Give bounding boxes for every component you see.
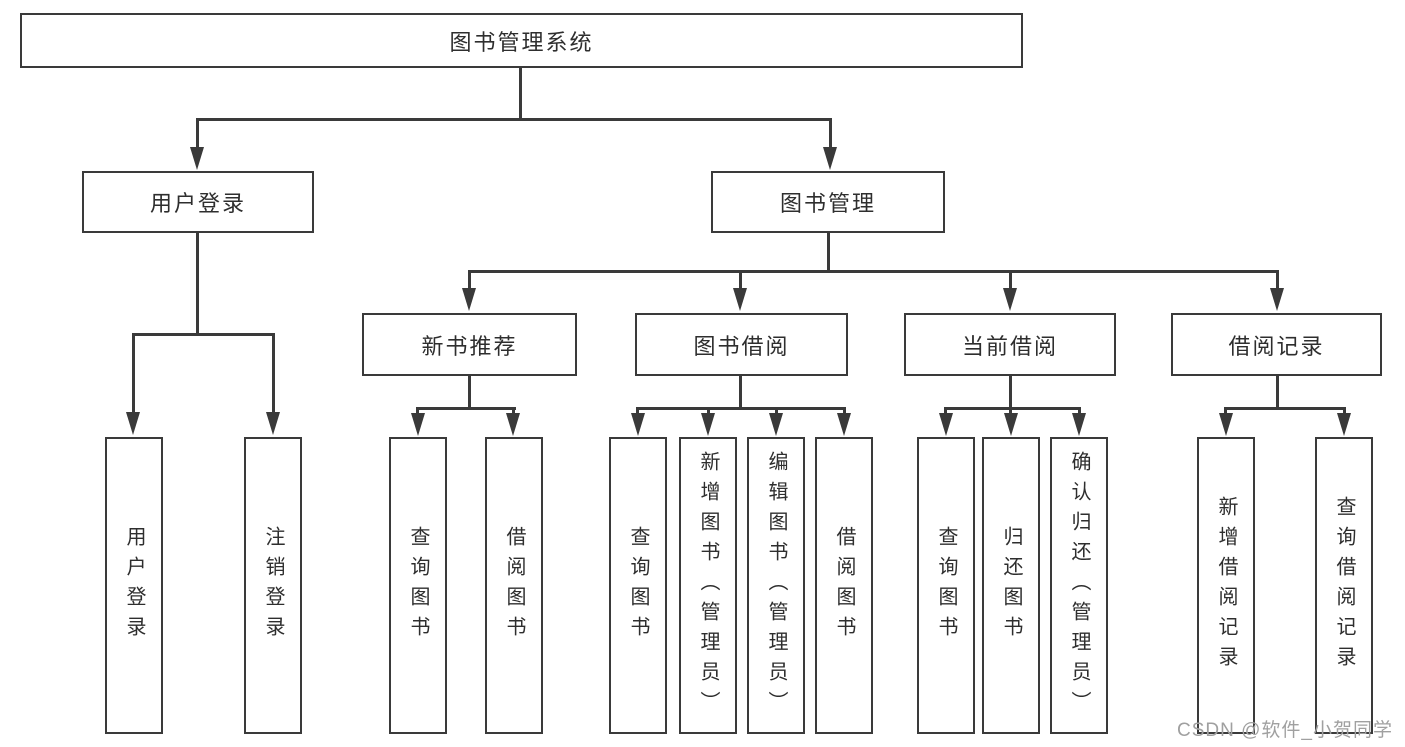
leaf-query-book-3-label: 查询图书 xyxy=(935,525,957,646)
line xyxy=(196,118,832,121)
line xyxy=(829,118,832,149)
line xyxy=(775,407,778,417)
node-book-mgmt: 图书管理 xyxy=(711,171,945,233)
line xyxy=(132,333,135,413)
leaf-query-book-2: 查询图书 xyxy=(609,437,667,734)
line xyxy=(1276,270,1279,290)
leaf-logout: 注销登录 xyxy=(244,437,302,734)
node-user-login-label: 用户登录 xyxy=(149,191,246,216)
leaf-query-book-1-label: 查询图书 xyxy=(407,525,429,646)
csdn-watermark: CSDN @软件_小贺同学 xyxy=(1177,720,1393,741)
node-new-book-recommend-label: 新书推荐 xyxy=(421,333,518,359)
leaf-borrow-book-1-label: 借阅图书 xyxy=(503,525,525,646)
leaf-borrow-book-2: 借阅图书 xyxy=(815,437,873,734)
node-book-mgmt-label: 图书管理 xyxy=(779,191,876,216)
line xyxy=(468,270,471,290)
leaf-confirm-return-admin-label: 确认归还（管理员） xyxy=(1068,450,1090,721)
line xyxy=(827,233,830,273)
node-new-book-recommend: 新书推荐 xyxy=(362,313,577,376)
leaf-return-book-label: 归还图书 xyxy=(1000,525,1022,646)
line xyxy=(1343,407,1346,417)
leaf-add-borrow-record-label: 新增借阅记录 xyxy=(1215,495,1237,676)
line xyxy=(196,118,199,149)
leaf-query-book-1: 查询图书 xyxy=(389,437,447,734)
node-current-borrow: 当前借阅 xyxy=(904,313,1116,376)
leaf-edit-book-admin: 编辑图书（管理员） xyxy=(747,437,805,734)
line xyxy=(132,333,275,336)
line xyxy=(1009,407,1012,417)
line xyxy=(707,407,710,417)
leaf-edit-book-admin-label: 编辑图书（管理员） xyxy=(765,450,787,721)
leaf-query-book-2-label: 查询图书 xyxy=(627,525,649,646)
arrowhead-icon xyxy=(733,288,747,311)
arrowhead-icon xyxy=(1003,288,1017,311)
node-borrow-record: 借阅记录 xyxy=(1171,313,1382,376)
line xyxy=(468,376,471,410)
line xyxy=(636,407,846,410)
line xyxy=(512,407,515,417)
arrowhead-icon xyxy=(506,413,520,436)
line xyxy=(272,333,275,413)
leaf-borrow-book-2-label: 借阅图书 xyxy=(833,525,855,646)
leaf-logout-label: 注销登录 xyxy=(262,525,284,646)
leaf-borrow-book-1: 借阅图书 xyxy=(485,437,543,734)
arrowhead-icon xyxy=(266,412,280,435)
line xyxy=(416,407,516,410)
arrowhead-icon xyxy=(701,413,715,436)
arrowhead-icon xyxy=(1337,413,1351,436)
line xyxy=(519,68,522,120)
node-borrow-record-label: 借阅记录 xyxy=(1228,333,1325,359)
arrowhead-icon xyxy=(823,147,837,170)
line xyxy=(1276,376,1279,410)
arrowhead-icon xyxy=(631,413,645,436)
node-user-login: 用户登录 xyxy=(82,171,314,233)
line xyxy=(416,407,419,417)
line xyxy=(944,407,947,417)
line xyxy=(1224,407,1227,417)
arrowhead-icon xyxy=(769,413,783,436)
leaf-query-book-3: 查询图书 xyxy=(917,437,975,734)
leaf-query-borrow-record: 查询借阅记录 xyxy=(1315,437,1373,734)
leaf-query-borrow-record-label: 查询借阅记录 xyxy=(1333,495,1355,676)
leaf-add-borrow-record: 新增借阅记录 xyxy=(1197,437,1255,734)
arrowhead-icon xyxy=(1219,413,1233,436)
line xyxy=(1009,376,1012,410)
line xyxy=(944,407,1081,410)
leaf-user-login-label: 用户登录 xyxy=(123,525,145,646)
leaf-return-book: 归还图书 xyxy=(982,437,1040,734)
arrowhead-icon xyxy=(411,413,425,436)
arrowhead-icon xyxy=(1072,413,1086,436)
arrowhead-icon xyxy=(1270,288,1284,311)
line xyxy=(1224,407,1346,410)
node-book-borrow-label: 图书借阅 xyxy=(693,333,790,359)
node-current-borrow-label: 当前借阅 xyxy=(961,333,1058,359)
leaf-confirm-return-admin: 确认归还（管理员） xyxy=(1050,437,1108,734)
node-book-borrow: 图书借阅 xyxy=(635,313,848,376)
arrowhead-icon xyxy=(126,412,140,435)
leaf-user-login: 用户登录 xyxy=(105,437,163,734)
line xyxy=(196,233,199,335)
line xyxy=(1009,270,1012,290)
line xyxy=(843,407,846,417)
arrowhead-icon xyxy=(1004,413,1018,436)
arrowhead-icon xyxy=(462,288,476,311)
arrowhead-icon xyxy=(939,413,953,436)
line xyxy=(1078,407,1081,417)
leaf-add-book-admin: 新增图书（管理员） xyxy=(679,437,737,734)
line xyxy=(636,407,639,417)
line xyxy=(468,270,1279,273)
arrowhead-icon xyxy=(190,147,204,170)
line xyxy=(739,270,742,290)
arrowhead-icon xyxy=(837,413,851,436)
node-root: 图书管理系统 xyxy=(20,13,1023,68)
leaf-add-book-admin-label: 新增图书（管理员） xyxy=(697,450,719,721)
node-root-label: 图书管理系统 xyxy=(449,29,594,55)
line xyxy=(739,376,742,410)
